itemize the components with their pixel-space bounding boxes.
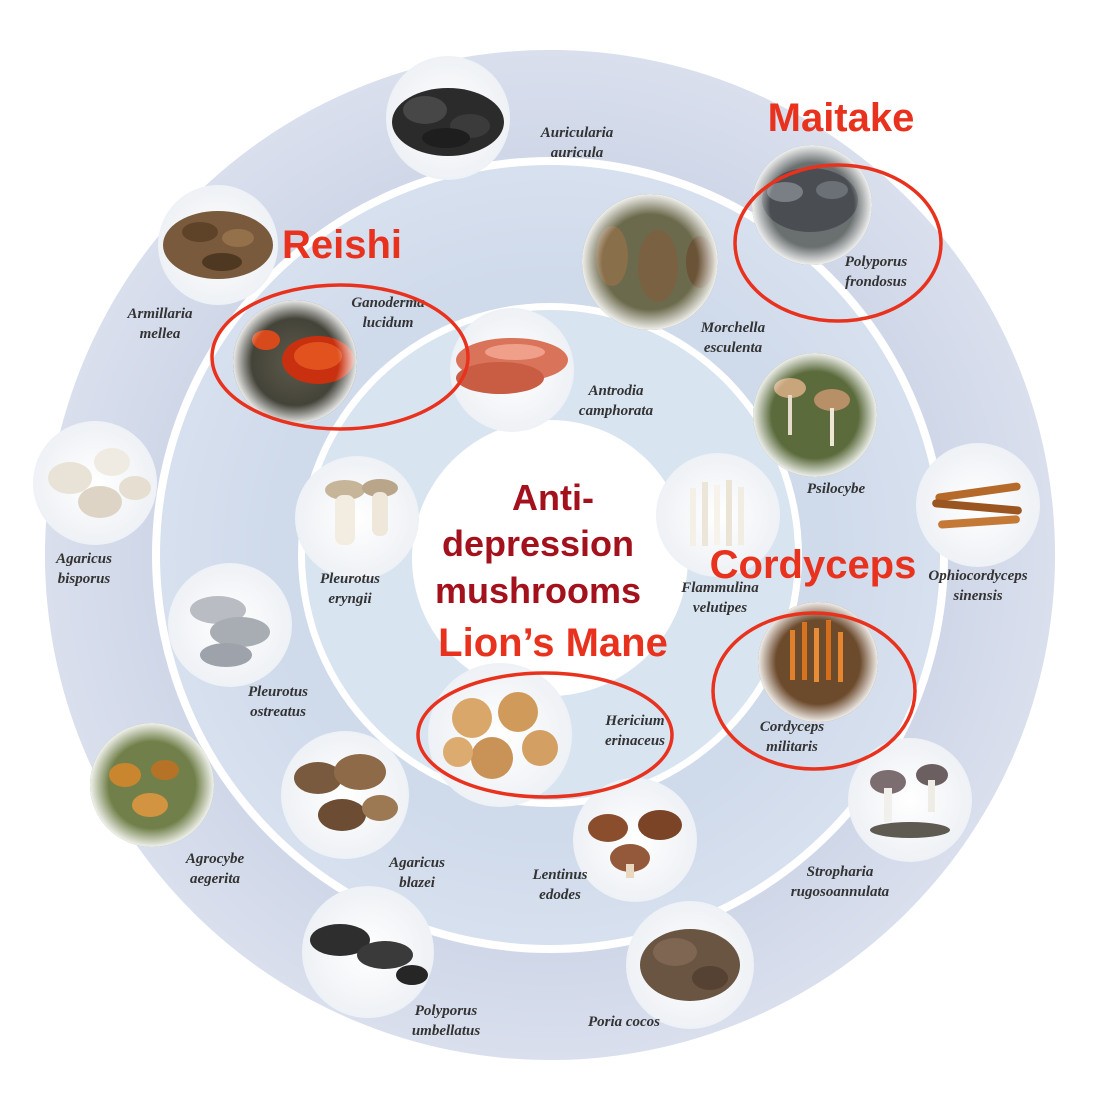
species-label-polyporus-frondosus-line-2: frondosus — [845, 274, 907, 290]
photo-ophiocordyceps-sinensis — [916, 443, 1040, 567]
species-label-morchella-line-1: Morchella — [700, 320, 766, 336]
photo-armillaria-mellea — [158, 185, 278, 305]
highlight-lions-mane — [416, 671, 674, 799]
photo-stropharia-rugosoannulata — [848, 738, 972, 862]
species-label-cordyceps-militaris-line-2: militaris — [766, 739, 818, 755]
species-label-agrocybe-line-2: aegerita — [190, 871, 240, 887]
species-label-agrocybe-line-1: Agrocybe — [185, 851, 245, 867]
highlight-cordyceps — [711, 611, 917, 771]
photo-polyporus-umbellatus — [302, 886, 434, 1018]
species-label-ganoderma-line-2: lucidum — [363, 315, 414, 331]
callout-cordyceps: Cordyceps — [710, 543, 917, 587]
species-label-morchella-line-2: esculenta — [704, 340, 763, 356]
species-label-agaricus-blazei-line-1: Agaricus — [388, 855, 445, 871]
photo-pleurotus-eryngii — [295, 456, 419, 580]
photo-poria-cocos — [626, 901, 754, 1029]
photo-agaricus-blazei — [281, 731, 409, 859]
callout-reishi: Reishi — [282, 223, 402, 267]
species-label-lentinus-line-1: Lentinus — [531, 867, 587, 883]
species-label-psilocybe-line-1: Psilocybe — [807, 481, 866, 497]
species-label-polyporus-frondosus-line-1: Polyporus — [845, 254, 908, 270]
photo-lentinus-edodes — [573, 778, 697, 902]
species-label-hericium-line-1: Hericium — [604, 713, 664, 729]
callout-maitake: Maitake — [768, 96, 915, 140]
species-label-cordyceps-militaris-line-1: Cordyceps — [760, 719, 824, 735]
highlight-reishi — [210, 283, 470, 431]
species-label-antrodia-line-1: Antrodia — [587, 383, 644, 399]
species-label-ophiocordyceps-line-1: Ophiocordyceps — [928, 568, 1027, 584]
callout-lions-mane: Lion’s Mane — [438, 621, 668, 665]
species-label-ophiocordyceps-line-2: sinensis — [952, 588, 1002, 604]
species-label-agaricus-bisporus-line-2: bisporus — [58, 571, 111, 587]
species-label-lentinus-line-2: edodes — [539, 887, 581, 903]
center-title-line-2: depression — [442, 523, 634, 564]
species-label-antrodia-line-2: camphorata — [579, 403, 654, 419]
photo-pleurotus-ostreatus — [168, 563, 292, 687]
center-title-line-3: mushrooms — [435, 570, 641, 611]
photo-agaricus-bisporus — [33, 421, 157, 545]
species-label-pleurotus-eryngii-line-1: Pleurotus — [320, 571, 380, 587]
photo-polyporus-frondosus — [752, 145, 872, 265]
species-label-pleurotus-eryngii-line-2: eryngii — [328, 591, 372, 607]
species-label-pleurotus-ostreatus-line-2: ostreatus — [250, 704, 306, 720]
photo-auricularia-auricula — [386, 56, 510, 180]
photo-agrocybe-aegerita — [90, 723, 214, 847]
species-label-hericium-line-2: erinaceus — [605, 733, 665, 749]
center-title-line-1: Anti- — [512, 477, 594, 518]
species-label-agaricus-bisporus-line-1: Agaricus — [55, 551, 112, 567]
species-label-agaricus-blazei-line-2: blazei — [399, 875, 436, 891]
species-label-auricularia-line-1: Auricularia — [540, 125, 614, 141]
photo-cordyceps-militaris — [758, 602, 878, 722]
species-label-poria-line-1: Poria cocos — [588, 1014, 660, 1030]
species-label-polyporus-umbellatus-line-1: Polyporus — [415, 1003, 478, 1019]
species-label-ganoderma-line-1: Ganoderma — [351, 295, 425, 311]
species-label-polyporus-umbellatus-line-2: umbellatus — [412, 1023, 481, 1039]
photo-flammulina-velutipes — [656, 453, 780, 577]
species-label-auricularia-line-2: auricula — [551, 145, 604, 161]
species-label-flammulina-line-2: velutipes — [693, 600, 747, 616]
species-label-armillaria-line-1: Armillaria — [126, 306, 193, 322]
highlight-maitake — [733, 163, 943, 323]
photo-hericium-erinaceus — [428, 663, 572, 807]
mushroom-photos — [33, 56, 1040, 1029]
species-label-pleurotus-ostreatus-line-1: Pleurotus — [248, 684, 308, 700]
photo-morchella-esculenta — [582, 194, 718, 330]
photo-psilocybe — [753, 353, 877, 477]
photo-ganoderma-lucidum — [233, 300, 357, 424]
species-label-stropharia-line-1: Stropharia — [807, 864, 874, 880]
species-label-stropharia-line-2: rugosoannulata — [791, 884, 890, 900]
highlight-circles — [210, 163, 943, 799]
photo-antrodia-camphorata — [450, 308, 574, 432]
species-label-flammulina-line-1: Flammulina — [680, 580, 759, 596]
species-label-armillaria-line-2: mellea — [140, 326, 181, 342]
